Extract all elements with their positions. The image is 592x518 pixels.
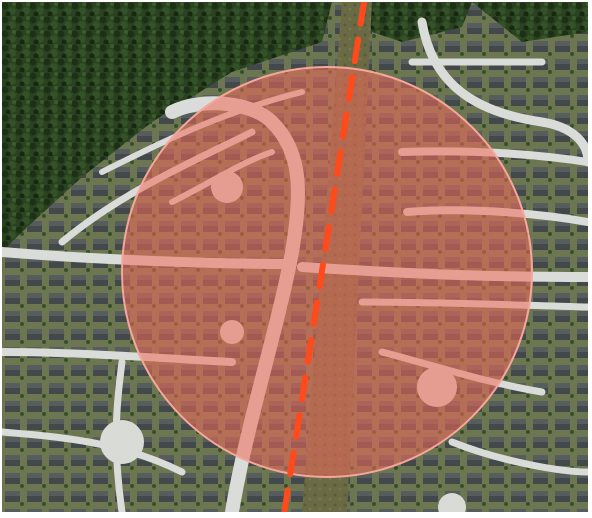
- tree-cluster-top-right: [472, 2, 588, 42]
- impact-zone-circle: [121, 66, 533, 478]
- aerial-photo: [2, 2, 588, 512]
- tree-cluster-top: [362, 2, 472, 42]
- aerial-scene: [2, 2, 588, 512]
- forest: [2, 2, 332, 252]
- pipeline-route-line: [281, 2, 367, 512]
